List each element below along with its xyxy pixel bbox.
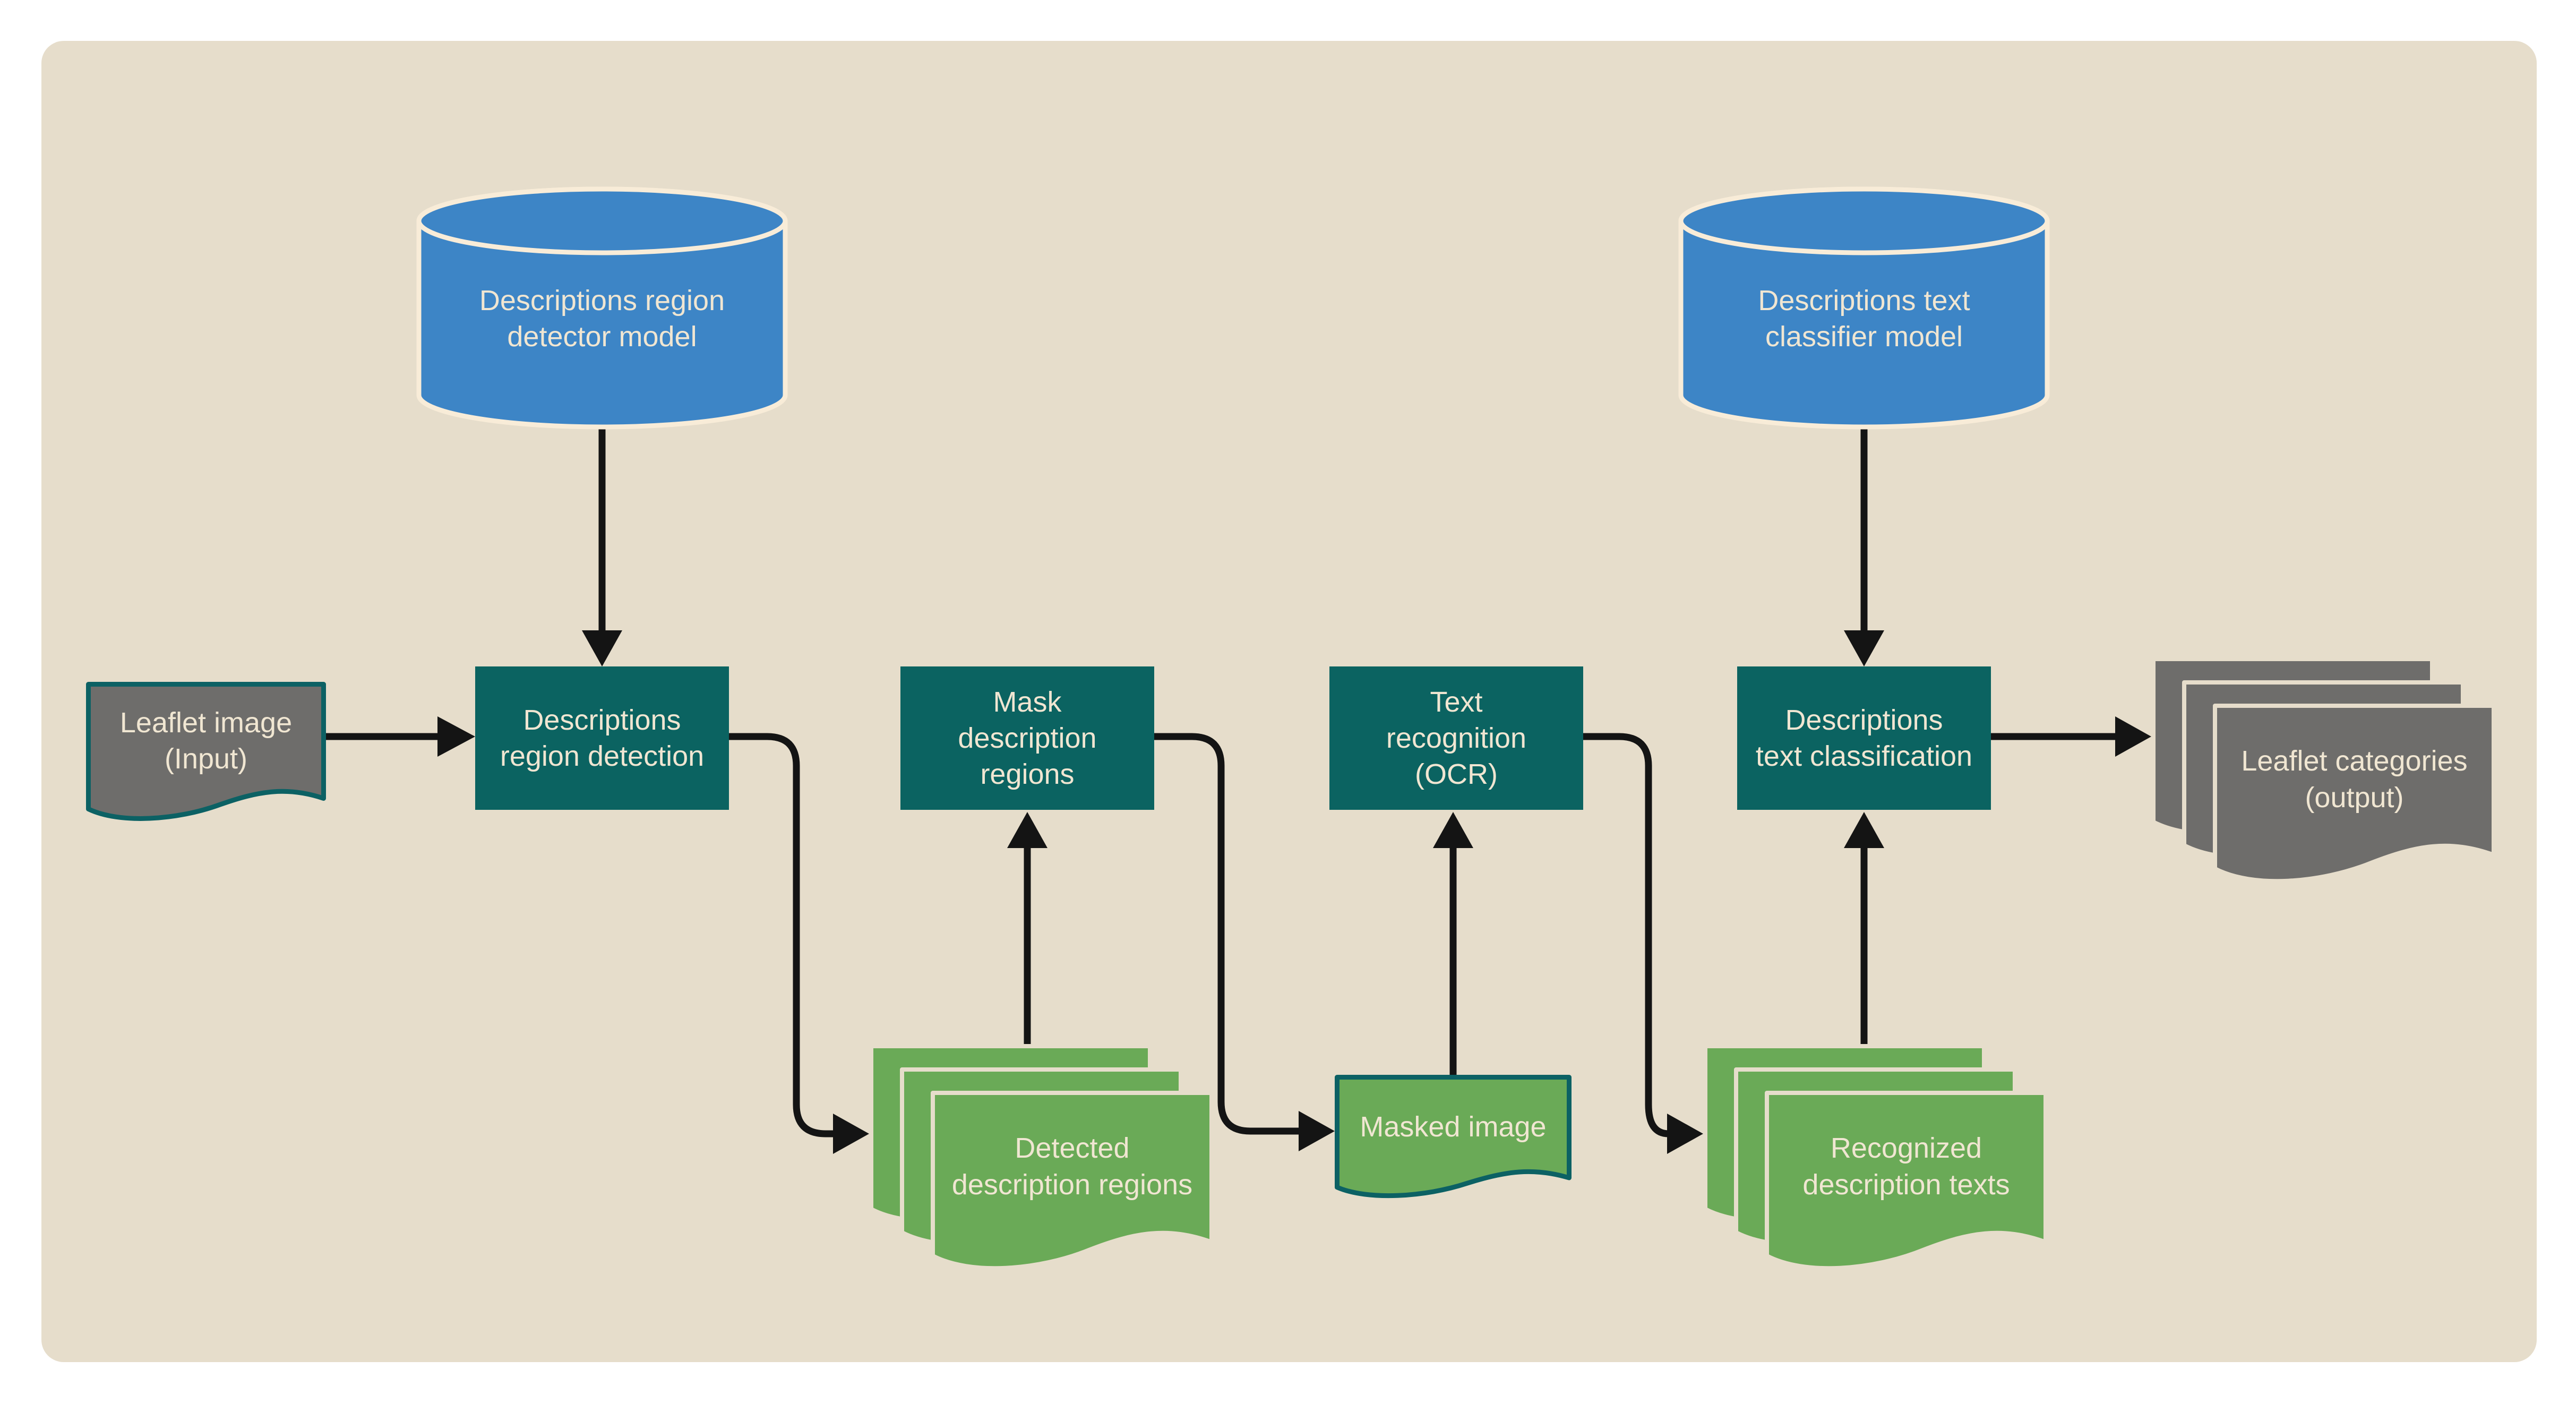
label-line: Detected (1015, 1132, 1130, 1165)
process-descriptions-region-detection: Descriptions region detection (475, 666, 729, 810)
database-descriptions-text-classifier-model: Descriptions text classifier model (1678, 186, 2050, 430)
process-label: Text recognition (OCR) (1386, 684, 1526, 792)
stack-detected-description-regions: Detected description regions (869, 1044, 1214, 1287)
document-stack-shape (1703, 1044, 2048, 1271)
document-shape (1335, 1075, 1572, 1199)
process-label: Mask description regions (958, 684, 1096, 792)
document-masked-image: Masked image (1335, 1075, 1572, 1209)
stack-label: Detected description regions (931, 1091, 1214, 1242)
connector-input-to-region-detection (326, 716, 475, 757)
label-line: classifier model (1765, 321, 1963, 353)
document-stack-shape (869, 1044, 1214, 1271)
label-line: Text (1430, 686, 1483, 718)
arrowhead-right-icon (2115, 716, 2151, 757)
label-line: recognition (1386, 722, 1527, 754)
database-label: Descriptions text classifier model (1678, 234, 2050, 404)
stack-page-front (2213, 704, 2496, 884)
process-label: Descriptions region detection (500, 702, 704, 774)
connector-elbow-line (1154, 733, 1300, 1135)
label-line: Masked image (1360, 1111, 1547, 1143)
label-line: Leaflet categories (2241, 745, 2468, 777)
label-line: Mask (993, 686, 1062, 718)
label-line: text classification (1755, 740, 1973, 772)
label-line: (output) (2305, 781, 2404, 814)
label-line: Descriptions (1785, 704, 1943, 736)
connector-elbow-line (729, 733, 835, 1137)
label-line: description (958, 722, 1097, 754)
connector-ocr-to-recognized-texts (1583, 733, 1703, 1154)
document-shape (86, 682, 326, 821)
label-line: Descriptions region (479, 284, 725, 316)
label-line: regions (980, 758, 1075, 791)
database-label: Descriptions region detector model (416, 234, 788, 404)
arrowhead-down-icon (1844, 630, 1884, 666)
database-descriptions-region-detector-model: Descriptions region detector model (416, 186, 788, 430)
stack-page-front (931, 1091, 1214, 1271)
connector-detected-regions-to-mask-regions (1007, 812, 1047, 1046)
stack-leaflet-categories-output: Leaflet categories (output) (2151, 657, 2496, 900)
label-line: description regions (951, 1168, 1193, 1201)
document-label: Masked image (1335, 1075, 1572, 1179)
stack-page-front (1765, 1091, 2048, 1271)
stack-label: Recognized description texts (1765, 1091, 2048, 1242)
arrowhead-right-icon (1299, 1111, 1335, 1151)
database-cylinder-shape (1678, 186, 2050, 430)
arrowhead-right-icon (833, 1114, 869, 1154)
cylinder-top-ellipse (416, 186, 788, 255)
label-line: (Input) (164, 743, 248, 775)
process-descriptions-text-classification: Descriptions text classification (1737, 666, 1991, 810)
arrowhead-right-icon (1667, 1114, 1703, 1154)
label-line: Descriptions (523, 704, 681, 736)
connector-region-detection-to-detected-regions (729, 733, 869, 1154)
connector-masked-image-to-ocr (1433, 812, 1473, 1077)
arrowhead-down-icon (582, 630, 622, 666)
process-mask-description-regions: Mask description regions (900, 666, 1154, 810)
connector-text-classification-to-output (1991, 716, 2151, 757)
label-line: Descriptions text (1758, 284, 1970, 316)
label-line: region detection (500, 740, 705, 772)
arrowhead-up-icon (1844, 812, 1884, 848)
process-label: Descriptions text classification (1756, 702, 1972, 774)
document-stack-shape (2151, 657, 2496, 884)
connector-classifier-model-to-text-classification (1844, 425, 1884, 666)
connector-elbow-line (1583, 733, 1669, 1137)
arrowhead-up-icon (1433, 812, 1473, 848)
connector-detector-model-to-region-detection (582, 425, 622, 666)
cylinder-top-ellipse (1678, 186, 2050, 255)
stack-recognized-description-texts: Recognized description texts (1703, 1044, 2048, 1287)
label-line: (OCR) (1415, 758, 1498, 791)
arrowhead-up-icon (1007, 812, 1047, 848)
document-label: Leaflet image (Input) (86, 682, 326, 800)
connector-mask-regions-to-masked-image (1154, 733, 1335, 1151)
arrowhead-right-icon (437, 716, 475, 757)
label-line: description texts (1802, 1168, 2010, 1201)
document-leaflet-image-input: Leaflet image (Input) (86, 682, 326, 833)
label-line: detector model (507, 321, 697, 353)
document-outline (1335, 1075, 1572, 1199)
label-line: Recognized (1830, 1132, 1982, 1165)
document-outline (86, 682, 326, 821)
process-text-recognition-ocr: Text recognition (OCR) (1329, 666, 1583, 810)
label-line: Leaflet image (119, 707, 293, 739)
connector-recognized-texts-to-text-classification (1844, 812, 1884, 1046)
stack-label: Leaflet categories (output) (2213, 704, 2496, 855)
database-cylinder-shape (416, 186, 788, 430)
